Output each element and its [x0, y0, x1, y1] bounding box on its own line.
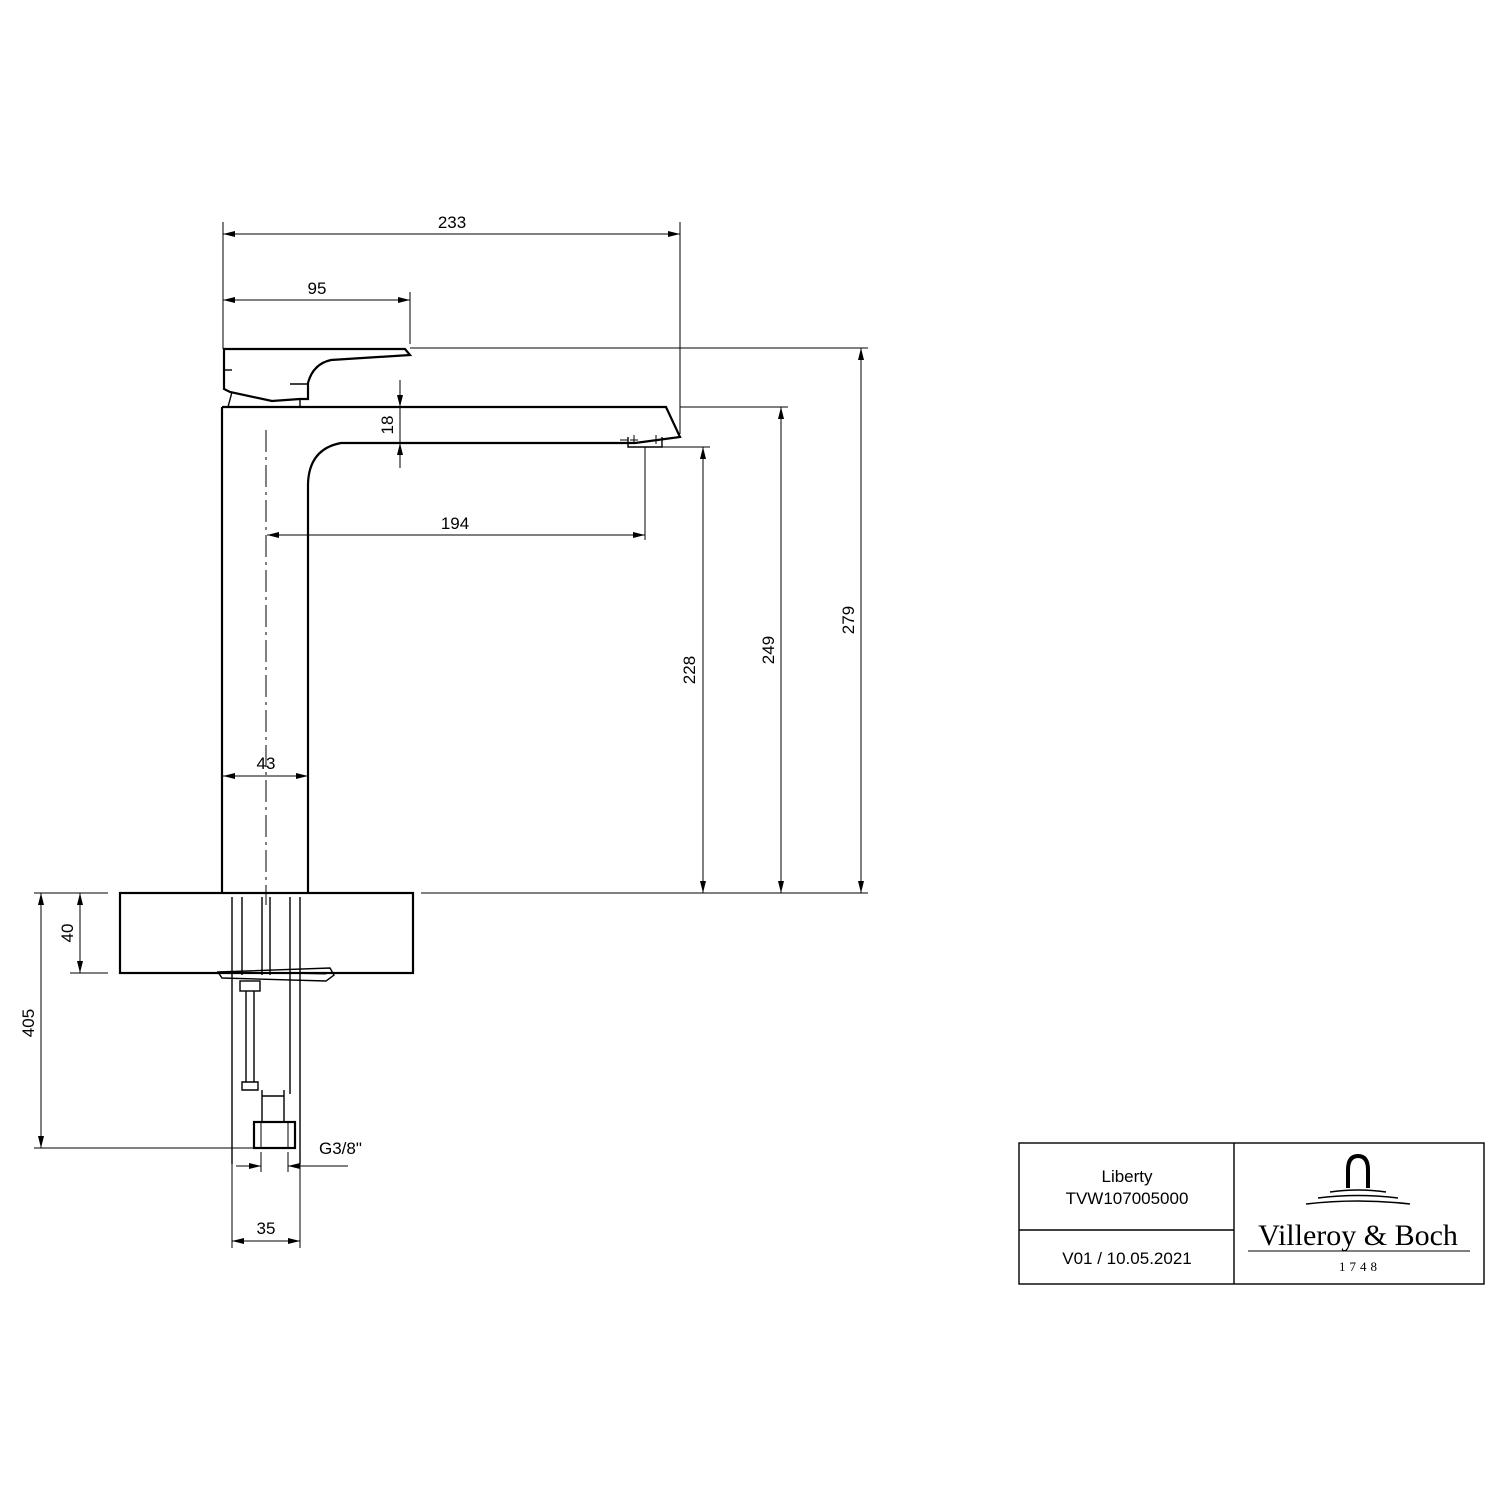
dim-spout-reach: 194: [441, 514, 469, 533]
revision-date: V01 / 10.05.2021: [1062, 1249, 1192, 1268]
dim-total-height: 279: [839, 606, 858, 634]
dim-spout-top-height: 249: [759, 636, 778, 664]
spout: [222, 405, 682, 893]
article-number: TVW107005000: [1066, 1189, 1189, 1208]
fixing-plate: [216, 967, 335, 982]
dimension-lines: [34, 222, 868, 1248]
dim-outlet-height: 228: [680, 656, 699, 684]
brand-name: Villeroy & Boch: [1258, 1219, 1458, 1252]
dim-lever-width: 95: [308, 279, 327, 298]
dim-spout-thickness: 18: [378, 416, 397, 435]
dimension-labels: 233 95 18 194 43 228 249 279 40 405 G3/8…: [19, 213, 858, 1238]
dim-hose-length: 405: [19, 1009, 38, 1037]
brand-year: 1748: [1339, 1259, 1381, 1274]
dim-deck-thickness: 40: [58, 924, 77, 943]
dim-connection-width: 35: [257, 1219, 276, 1238]
product-name: Liberty: [1101, 1167, 1153, 1186]
faucet-outline: [220, 347, 682, 905]
lever-handle: [222, 347, 413, 403]
dim-connection-thread: G3/8": [319, 1139, 362, 1158]
brand-logo: Villeroy & Boch 1748: [1248, 1153, 1470, 1274]
faucet-logo-icon: [1346, 1153, 1370, 1188]
dim-body-width: 43: [257, 754, 276, 773]
deck-section: [34, 891, 868, 1164]
title-block: Liberty TVW107005000 V01 / 10.05.2021 Vi…: [1018, 1142, 1485, 1285]
connection-nut: [252, 1120, 297, 1150]
dim-total-width: 233: [438, 213, 466, 232]
